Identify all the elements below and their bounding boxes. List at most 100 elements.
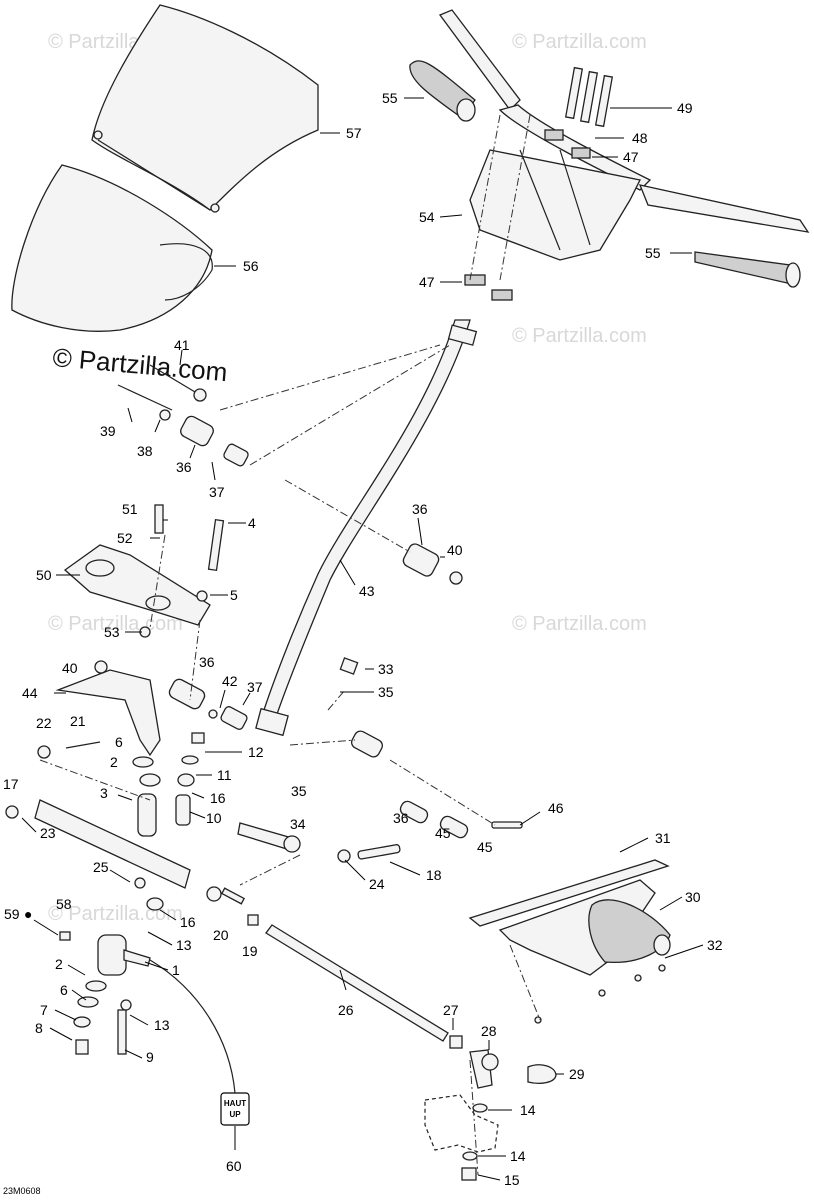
upper-bracket-parts <box>117 364 463 585</box>
callout-41: 41 <box>174 337 190 353</box>
callout-58: 58 <box>56 896 72 912</box>
pivot-bushings <box>37 732 205 837</box>
callout-37-mid: 37 <box>247 679 263 695</box>
callout-15: 15 <box>504 1172 520 1188</box>
callout-51: 51 <box>122 501 138 517</box>
watermark-mid-right-2: © Partzilla.com <box>512 613 647 635</box>
callout-47-low: 47 <box>419 274 435 290</box>
callout-2-low: 2 <box>55 956 63 972</box>
callout-3: 3 <box>100 785 108 801</box>
callout-10: 10 <box>206 810 222 826</box>
callout-47-top: 47 <box>623 149 639 165</box>
callout-18: 18 <box>426 867 442 883</box>
callout-16-low: 16 <box>180 914 196 930</box>
tie-rod <box>206 886 499 1089</box>
callout-57: 57 <box>346 125 362 141</box>
callout-8: 8 <box>35 1020 43 1036</box>
link-bar <box>5 799 191 889</box>
steering-pivot <box>59 897 164 1055</box>
callout-55-right: 55 <box>645 245 661 261</box>
callout-39: 39 <box>100 423 116 439</box>
callout-45-a: 45 <box>435 825 451 841</box>
callout-14-low: 14 <box>510 1148 526 1164</box>
windshield-upper-panel <box>91 4 319 213</box>
callout-numbers: 57 56 55 49 48 47 54 55 47 41 39 38 36 3… <box>3 90 723 1188</box>
callout-43: 43 <box>359 583 375 599</box>
callout-7: 7 <box>40 1002 48 1018</box>
callout-34: 34 <box>290 816 306 832</box>
watermark-bold: © Partzilla.com <box>51 342 228 387</box>
grip-left <box>409 60 476 122</box>
callout-2-top: 2 <box>110 754 118 770</box>
callout-14-top: 14 <box>520 1102 536 1118</box>
callout-40-left: 40 <box>62 660 78 676</box>
callout-36-top: 36 <box>176 459 192 475</box>
grip-right <box>694 251 801 288</box>
callout-59: 59 <box>4 906 20 922</box>
callout-38: 38 <box>137 443 153 459</box>
callout-6-low: 6 <box>60 982 68 998</box>
callout-28: 28 <box>481 1023 497 1039</box>
callout-42: 42 <box>222 673 238 689</box>
callout-4: 4 <box>248 515 256 531</box>
tag-text-line1: HAUT <box>224 1099 246 1108</box>
callout-37-top: 37 <box>209 484 225 500</box>
callout-31: 31 <box>655 830 671 846</box>
callout-26: 26 <box>338 1002 354 1018</box>
callout-17: 17 <box>3 776 19 792</box>
leader-lines <box>21 97 704 1181</box>
callout-30: 30 <box>685 889 701 905</box>
callout-19: 19 <box>242 943 258 959</box>
callout-55-top: 55 <box>382 90 398 106</box>
callout-21: 21 <box>70 713 86 729</box>
callout-29: 29 <box>569 1066 585 1082</box>
callout-11: 11 <box>217 767 232 783</box>
callout-40-right: 40 <box>447 542 463 558</box>
callout-48: 48 <box>632 130 648 146</box>
callout-36-bottom: 36 <box>393 810 409 826</box>
callout-54: 54 <box>419 209 435 225</box>
callout-46: 46 <box>548 800 564 816</box>
callout-22: 22 <box>36 715 52 731</box>
callout-25: 25 <box>93 859 109 875</box>
callout-27: 27 <box>443 1002 459 1018</box>
callout-36-left: 36 <box>199 654 215 670</box>
callout-6-top: 6 <box>115 734 123 750</box>
callout-1: 1 <box>172 962 180 978</box>
callout-35-mid: 35 <box>291 783 307 799</box>
steering-boot <box>468 859 671 1024</box>
handlebar-assembly <box>438 9 810 261</box>
callout-24: 24 <box>369 876 385 892</box>
windshield-lower-panel <box>11 164 213 332</box>
mount-plate <box>63 504 225 638</box>
callout-60: 60 <box>226 1158 242 1174</box>
handlebar-bolts <box>464 66 614 301</box>
callout-9: 9 <box>146 1049 154 1065</box>
spindle-arm <box>424 1064 557 1181</box>
callout-45-b: 45 <box>477 839 493 855</box>
callout-52: 52 <box>117 530 133 546</box>
watermark-top-right: © Partzilla.com <box>512 31 647 53</box>
diagram-reference-code: 23M0608 <box>3 1186 41 1196</box>
steering-linkage <box>237 657 523 863</box>
callout-35-top: 35 <box>378 684 394 700</box>
callout-56: 56 <box>243 258 259 274</box>
callout-53: 53 <box>104 624 120 640</box>
tag-text-line2: UP <box>229 1110 241 1119</box>
watermark-mid-right: © Partzilla.com <box>512 325 647 347</box>
callout-44: 44 <box>22 685 38 701</box>
callout-20: 20 <box>213 927 229 943</box>
oil-drop-icon: ● <box>24 906 32 922</box>
steering-bracket <box>55 660 248 757</box>
callout-12: 12 <box>248 744 264 760</box>
callout-50: 50 <box>36 567 52 583</box>
warning-label-tag: HAUT UP <box>149 959 250 1126</box>
callout-13-top: 13 <box>176 937 192 953</box>
callout-5: 5 <box>230 587 238 603</box>
callout-36-mid: 36 <box>412 501 428 517</box>
assembly-lines <box>39 114 541 1176</box>
callout-32: 32 <box>707 937 723 953</box>
callout-33: 33 <box>378 661 394 677</box>
callout-16-top: 16 <box>210 790 226 806</box>
